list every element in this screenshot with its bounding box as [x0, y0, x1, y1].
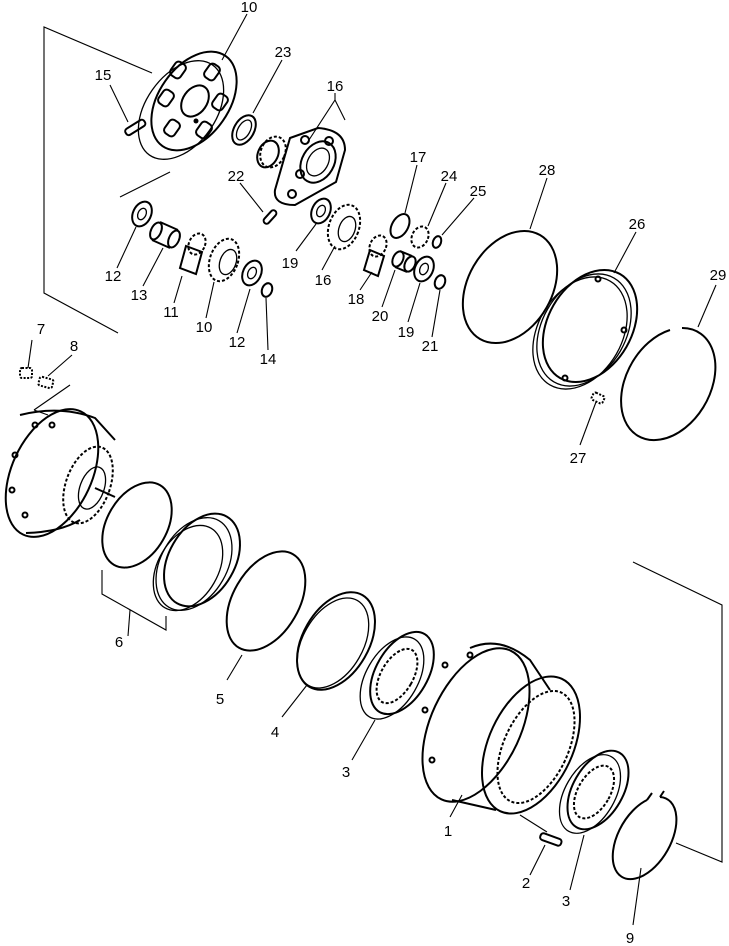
callout-5: 5 — [216, 691, 224, 708]
callout-6: 6 — [115, 634, 123, 651]
spindle-housing — [4, 408, 116, 538]
callout-19b: 19 — [398, 324, 415, 341]
callout-9: 9 — [626, 930, 634, 946]
callout-22: 22 — [228, 168, 245, 185]
callout-16a: 16 — [327, 78, 344, 95]
snap-ring-29 — [620, 326, 717, 442]
callout-2: 2 — [522, 875, 530, 892]
bearing-3b — [558, 749, 630, 834]
callout-labels: 10 23 16 15 22 17 24 25 28 26 29 12 13 1… — [37, 0, 727, 946]
callout-26: 26 — [629, 216, 646, 233]
callout-25: 25 — [470, 183, 487, 200]
thrust-washer-19a — [310, 197, 332, 225]
plug-8 — [37, 375, 55, 390]
sun-gear-plate-16 — [256, 126, 347, 207]
pin-2 — [539, 832, 563, 847]
callout-3b: 3 — [562, 893, 570, 910]
callout-16b: 16 — [315, 272, 332, 289]
planet-gear-10 — [207, 237, 241, 283]
cover-26 — [532, 268, 639, 390]
thrust-washer-12b — [241, 259, 263, 287]
o-ring-28 — [461, 229, 559, 345]
callout-10b: 10 — [196, 319, 213, 336]
callout-29: 29 — [710, 267, 727, 284]
pin-22 — [262, 209, 278, 225]
pin-15 — [124, 118, 147, 137]
callout-10a: 10 — [241, 0, 258, 16]
wheel-hub-1 — [421, 642, 581, 815]
callout-15: 15 — [95, 67, 112, 84]
floating-seal-6 — [101, 481, 241, 612]
callout-1: 1 — [444, 823, 452, 840]
spacer-4 — [296, 591, 376, 691]
snap-ring-17 — [389, 213, 411, 239]
callout-17: 17 — [410, 149, 427, 166]
callout-28: 28 — [539, 162, 556, 179]
bolt-27 — [590, 391, 606, 405]
callout-24: 24 — [441, 168, 458, 185]
leader-lines — [27, 13, 717, 926]
callout-13: 13 — [131, 287, 148, 304]
planet-shaft-13 — [149, 221, 181, 249]
callout-12b: 12 — [229, 334, 246, 351]
ring-14 — [260, 282, 274, 298]
thrust-washer-12a — [131, 200, 153, 228]
ring-23 — [231, 114, 257, 146]
plug-7 — [19, 367, 33, 379]
callout-21: 21 — [422, 338, 439, 355]
callout-27: 27 — [570, 450, 587, 467]
callout-19a: 19 — [282, 255, 299, 272]
assembly-bracket-lines — [33, 26, 723, 863]
callout-23: 23 — [275, 44, 292, 61]
needle-bearing-18 — [362, 234, 388, 278]
thrust-washer-19b — [413, 255, 435, 283]
callout-20: 20 — [372, 308, 389, 325]
callout-4: 4 — [271, 724, 279, 741]
washer-25 — [431, 235, 443, 249]
planet-carrier — [137, 50, 238, 160]
o-ring-5 — [225, 550, 307, 652]
snap-ring-9 — [611, 790, 678, 881]
gear-24 — [410, 225, 430, 249]
callout-14: 14 — [260, 351, 277, 368]
ring-21 — [433, 274, 447, 290]
callout-11: 11 — [163, 304, 179, 321]
callout-7: 7 — [37, 321, 45, 338]
callout-3a: 3 — [342, 764, 350, 781]
needle-bearing-11 — [178, 232, 207, 276]
bearing-3a — [359, 630, 435, 720]
callout-12a: 12 — [105, 268, 122, 285]
callout-18: 18 — [348, 291, 365, 308]
planet-shaft-20 — [391, 250, 417, 273]
planet-gear-16 — [326, 203, 362, 251]
callout-8: 8 — [70, 338, 78, 355]
